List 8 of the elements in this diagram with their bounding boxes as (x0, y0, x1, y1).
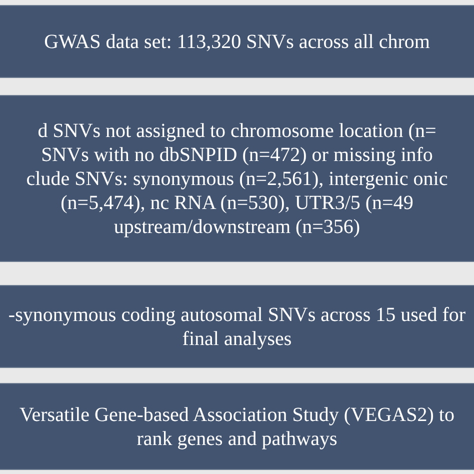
box-text: d SNVs not assigned to chromosome location (n= SNVs with no dbSNPID (n=472) or missing info clude SNVs: synonymous (n=2,561), intergenic onic (n=5,474), nc RNA (n=530), UTR3/5 (n=49 upstream/downstream (n=356) (25, 118, 449, 238)
box-text: -synonymous coding autosomal SNVs across 15 used for final analyses (7, 302, 467, 350)
process-box (0, 95, 474, 262)
box-text: Versatile Gene-based Association Study (VEGAS2) to rank genes and pathways (18, 402, 456, 450)
process-box (0, 383, 474, 470)
process-box (0, 285, 474, 368)
process-box (0, 5, 474, 78)
box-text: GWAS data set: 113,320 SNVs across all chrom (43, 30, 431, 54)
